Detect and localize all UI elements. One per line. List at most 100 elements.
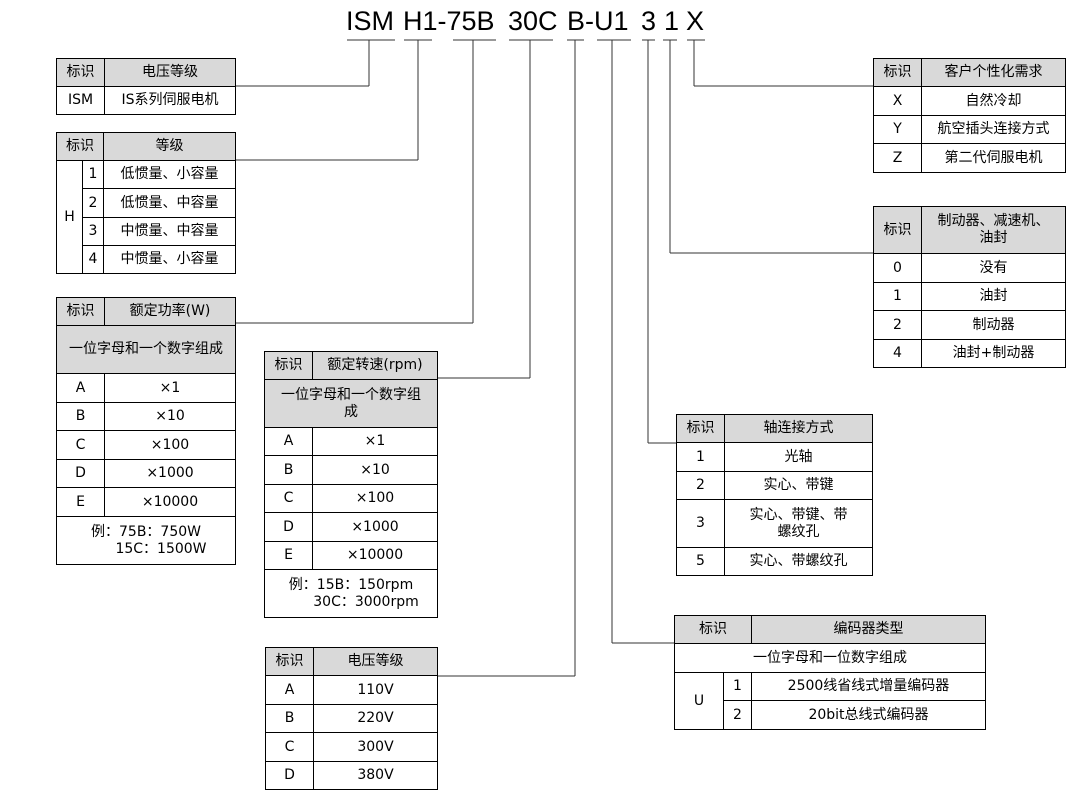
value-cell: 实心、带螺纹孔	[724, 547, 873, 576]
header-cell: 标识	[873, 206, 922, 254]
note-line: 例：15B：150rpm	[288, 576, 414, 593]
table-grade: 标识 等级 H 1 低惯量、小容量 2 低惯量、中容量 3 中惯量、中容量 4 …	[56, 132, 236, 274]
header-cell: 额定转速(rpm)	[312, 351, 438, 380]
note-cell: 例：15B：150rpm 30C：3000rpm	[264, 569, 438, 618]
header-cell: 电压等级	[313, 647, 438, 676]
code-cell: 2	[723, 700, 752, 730]
value-cell: 光轴	[724, 442, 873, 472]
code-cell: B	[264, 455, 313, 485]
table-rated-power: 标识 额定功率(W) 一位字母和一个数字组成 A ×1 B ×10 C ×100…	[56, 297, 236, 565]
subheader-cell: 一位字母和一个数字组成	[264, 379, 438, 428]
subheader-cell: 一位字母和一个数字组成	[56, 325, 236, 374]
value-cell: 低惯量、小容量	[103, 160, 236, 189]
value-cell: 没有	[921, 253, 1066, 283]
table-encoder: 标识 编码器类型 一位字母和一位数字组成 U 1 2500线省线式增量编码器 2…	[674, 615, 986, 730]
value-cell: 中惯量、中容量	[103, 217, 236, 246]
code-cell: Y	[873, 115, 922, 144]
header-cell: 标识	[873, 58, 922, 87]
value-cell: 实心、带键、带螺纹孔	[724, 499, 873, 548]
code-cell: 1	[873, 282, 922, 311]
code-b-u1: B-U1	[567, 6, 629, 36]
value-cell: 实心、带键	[724, 471, 873, 500]
value-cell: 300V	[313, 732, 438, 762]
table-rated-speed: 标识 额定转速(rpm) 一位字母和一个数字组成 A ×1 B ×10 C ×1…	[264, 351, 438, 618]
value-cell: 自然冷却	[921, 86, 1066, 116]
header-cell: 电压等级	[104, 58, 236, 87]
value-cell: 第二代伺服电机	[921, 143, 1066, 173]
code-cell: C	[265, 732, 314, 762]
group-code-cell: H	[56, 160, 83, 274]
code-cell: Z	[873, 143, 922, 173]
code-30c: 30C	[508, 6, 558, 36]
code-cell: 3	[676, 499, 725, 548]
code-cell: 4	[82, 245, 104, 274]
value-cell: 航空插头连接方式	[921, 115, 1066, 144]
code-ism: ISM	[346, 6, 395, 36]
code-cell: X	[873, 86, 922, 116]
value-cell: ×1000	[104, 459, 236, 488]
code-cell: 0	[873, 253, 922, 283]
code-cell: C	[56, 430, 105, 460]
code-cell: 1	[676, 442, 725, 472]
code-cell: 2	[82, 188, 104, 218]
value-cell: ×10000	[312, 541, 438, 570]
group-code-cell: U	[674, 672, 724, 730]
code-cell: A	[264, 427, 313, 456]
code-cell: A	[56, 373, 105, 403]
header-cell: 标识	[56, 132, 104, 161]
value-cell: IS系列伺服电机	[104, 86, 236, 115]
header-cell: 等级	[103, 132, 236, 161]
code-3: 3	[641, 6, 657, 36]
table-custom: 标识 客户个性化需求 X 自然冷却 Y 航空插头连接方式 Z 第二代伺服电机	[873, 58, 1066, 173]
header-cell: 制动器、减速机、油封	[921, 206, 1066, 254]
header-cell: 标识	[676, 414, 725, 443]
header-cell: 标识	[674, 615, 752, 644]
value-cell: ×1000	[312, 512, 438, 542]
header-cell: 客户个性化需求	[921, 58, 1066, 87]
table-shaft: 标识 轴连接方式 1 光轴 2 实心、带键 3 实心、带键、带螺纹孔 5 实心、…	[676, 414, 873, 576]
value-cell: ×10	[104, 402, 236, 431]
subheader-cell: 一位字母和一位数字组成	[674, 643, 986, 673]
value-cell: ×1	[104, 373, 236, 403]
value-cell: 制动器	[921, 310, 1066, 340]
value-cell: ×100	[104, 430, 236, 460]
header-cell: 标识	[56, 58, 105, 87]
value-cell: 油封	[921, 282, 1066, 311]
value-cell: 油封+制动器	[921, 339, 1066, 368]
table-voltage-level: 标识 电压等级 A 110V B 220V C 300V D 380V	[265, 647, 438, 790]
value-cell: 110V	[313, 675, 438, 705]
code-cell: 4	[873, 339, 922, 368]
code-cell: D	[265, 761, 314, 790]
code-cell: C	[264, 484, 313, 513]
value-cell: 2500线省线式增量编码器	[751, 672, 986, 701]
code-cell: E	[56, 487, 105, 517]
code-cell: 2	[873, 310, 922, 340]
value-cell: ×100	[312, 484, 438, 513]
code-cell: B	[265, 704, 314, 733]
code-1: 1	[664, 6, 680, 36]
value-cell: ×10000	[104, 487, 236, 517]
header-cell: 标识	[265, 647, 314, 676]
header-cell: 轴连接方式	[724, 414, 873, 443]
code-x: X	[686, 6, 705, 36]
table-voltage-series: 标识 电压等级 ISM IS系列伺服电机	[56, 58, 236, 115]
value-cell: 20bit总线式编码器	[751, 700, 986, 730]
code-cell: E	[264, 541, 313, 570]
code-cell: B	[56, 402, 105, 431]
value-cell: 中惯量、小容量	[103, 245, 236, 274]
value-cell: 220V	[313, 704, 438, 733]
header-cell: 额定功率(W)	[104, 297, 236, 326]
value-cell: ×1	[312, 427, 438, 456]
table-brake: 标识 制动器、减速机、油封 0 没有 1 油封 2 制动器 4 油封+制动器	[873, 206, 1066, 368]
header-cell: 标识	[264, 351, 313, 380]
code-cell: 1	[82, 160, 104, 189]
code-cell: ISM	[56, 86, 105, 115]
header-cell: 编码器类型	[751, 615, 986, 644]
note-line: 30C：3000rpm	[313, 593, 419, 610]
code-cell: 1	[723, 672, 752, 701]
note-line: 15C：1500W	[115, 540, 207, 557]
code-cell: 2	[676, 471, 725, 500]
value-cell: 低惯量、中容量	[103, 188, 236, 218]
